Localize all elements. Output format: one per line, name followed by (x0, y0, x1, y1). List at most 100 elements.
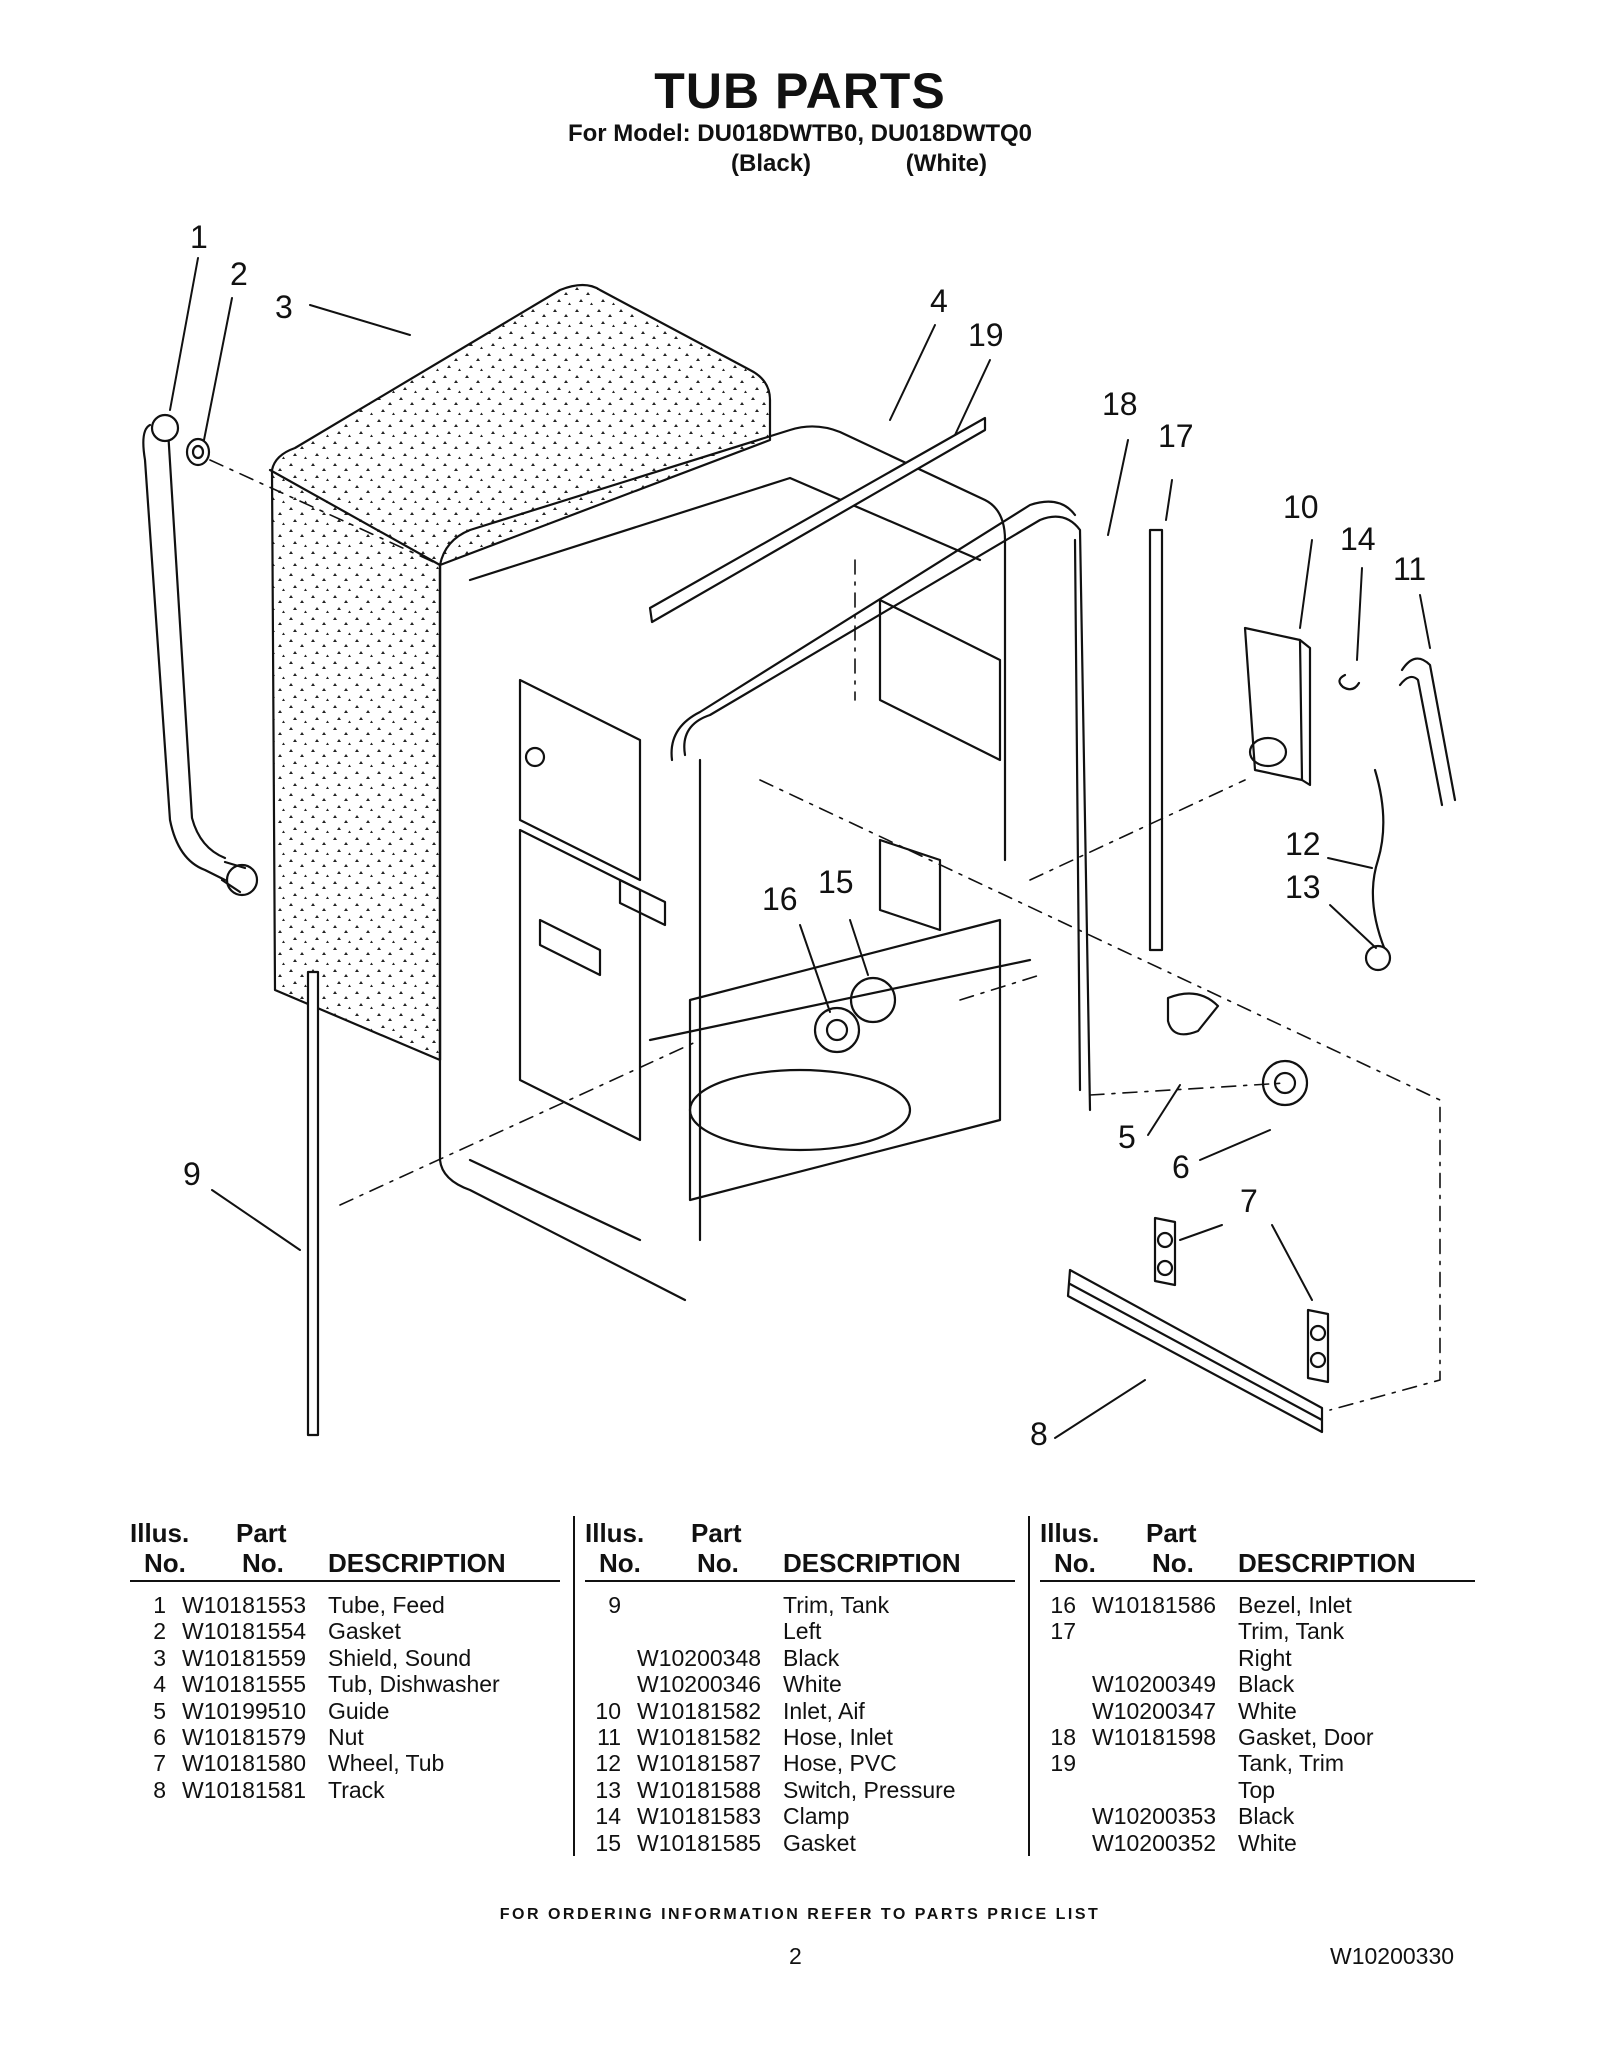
gasket-2-part (185, 437, 211, 467)
illus-number: 9 (608, 1592, 621, 1618)
part-description: Gasket, Door (1238, 1723, 1374, 1750)
illus-number: 2 (153, 1618, 166, 1645)
illus-number: 14 (595, 1803, 621, 1830)
part-number: W10181581 (182, 1776, 307, 1803)
top-tank-trim-part (648, 416, 987, 624)
column-header: Illus. No. Part No. DESCRIPTION (1040, 1516, 1475, 1582)
parts-column-2: Illus. No. Part No. DESCRIPTION 9 Trim, T… (585, 1516, 1015, 1886)
exploded-parts-diagram: 1 2 3 4 19 18 17 10 14 11 12 13 16 15 5 … (142, 219, 1457, 1452)
header-illus-no: No. (599, 1548, 641, 1578)
header-illus: Illus. (1040, 1518, 1100, 1548)
header-part-no: No. (242, 1548, 284, 1578)
header-part: Part (1146, 1518, 1197, 1548)
part-description: Hose, Inlet (783, 1723, 893, 1750)
header-part: Part (236, 1518, 287, 1548)
document-number: W10200330 (1330, 1943, 1455, 1969)
header-part: Part (691, 1518, 742, 1548)
part-description: Switch, Pressure (783, 1776, 956, 1803)
part-description: Bezel, Inlet (1238, 1592, 1352, 1618)
right-tank-trim-part (1148, 528, 1164, 952)
part-description: Trim, Tank (783, 1592, 890, 1618)
part-number: W10181583 (637, 1803, 762, 1830)
part-description: Gasket (328, 1618, 401, 1645)
part-number: W10200348 (637, 1644, 762, 1671)
part-number: W10200347 (1092, 1697, 1217, 1724)
callout-16: 16 (762, 881, 798, 917)
part-description: Guide (328, 1697, 390, 1724)
part-description: Clamp (783, 1803, 850, 1830)
feed-tube-part (142, 413, 259, 897)
illus-number: 8 (153, 1776, 166, 1803)
page-title: TUB PARTS (654, 63, 946, 119)
part-number: W10181580 (182, 1750, 307, 1777)
table-row: 8 W10181581 Track (130, 1777, 560, 1803)
callout-17: 17 (1158, 418, 1194, 454)
part-description: Trim, Tank (1238, 1618, 1345, 1645)
illus-number: 13 (595, 1776, 621, 1803)
part-number: W10181585 (637, 1829, 762, 1856)
pressure-switch-part (1364, 944, 1392, 972)
part-description: Shield, Sound (328, 1644, 472, 1671)
part-description: White (1238, 1829, 1297, 1856)
part-number: W10181587 (637, 1750, 762, 1777)
column-header: Illus. No. Part No. DESCRIPTION (585, 1516, 1015, 1582)
table-row: 2 W10181554 Gasket (130, 1618, 560, 1644)
callout-5: 5 (1118, 1119, 1136, 1155)
air-inlet-part (1243, 626, 1312, 787)
clamp-part (1338, 673, 1361, 691)
left-tank-trim-part (306, 970, 320, 1437)
header-part-no: No. (697, 1548, 739, 1578)
callout-18: 18 (1102, 386, 1138, 422)
part-number: W10181582 (637, 1697, 762, 1724)
header-description: DESCRIPTION (783, 1548, 961, 1578)
illus-number: 5 (153, 1697, 166, 1724)
part-number: W10181555 (182, 1671, 307, 1698)
part-number: W10181559 (182, 1644, 307, 1671)
illus-number: 4 (153, 1671, 166, 1698)
part-number: W10200353 (1092, 1803, 1217, 1830)
callout-4: 4 (930, 283, 948, 319)
part-description: White (1238, 1697, 1297, 1724)
header-illus-no: No. (1054, 1548, 1096, 1578)
part-description: Inlet, Aif (783, 1697, 865, 1724)
part-description: Black (1238, 1803, 1295, 1830)
table-row: 17 Trim, Tank (1040, 1618, 1475, 1644)
part-description: Track (328, 1776, 385, 1803)
model-variants: (Black) (White) (731, 150, 987, 178)
part-description: Hose, PVC (783, 1750, 897, 1777)
illus-number: 3 (153, 1644, 166, 1671)
header-illus-no: No. (144, 1548, 186, 1578)
callout-19: 19 (968, 317, 1004, 353)
callout-15: 15 (818, 864, 854, 900)
tub-wheel-part (1153, 1216, 1330, 1384)
part-number: W10200346 (637, 1671, 762, 1698)
part-description: Top (1238, 1776, 1276, 1803)
part-number: W10181554 (182, 1618, 307, 1645)
header-description: DESCRIPTION (328, 1548, 506, 1578)
header-part-no: No. (1152, 1548, 1194, 1578)
part-number: W10181553 (182, 1592, 307, 1618)
illus-number: 15 (595, 1829, 621, 1856)
callout-9: 9 (183, 1156, 201, 1192)
illus-number: 17 (1050, 1618, 1076, 1645)
model-line: For Model: DU018DWTB0, DU018DWTQ0 (567, 120, 1033, 147)
nut-part (1261, 1059, 1309, 1107)
part-description: Black (783, 1644, 840, 1671)
callout-2: 2 (230, 256, 248, 292)
illus-number: 10 (595, 1697, 621, 1724)
table-row: W10200353 Black (1040, 1803, 1475, 1829)
part-description: Nut (328, 1723, 364, 1750)
track-part (1066, 1268, 1324, 1434)
